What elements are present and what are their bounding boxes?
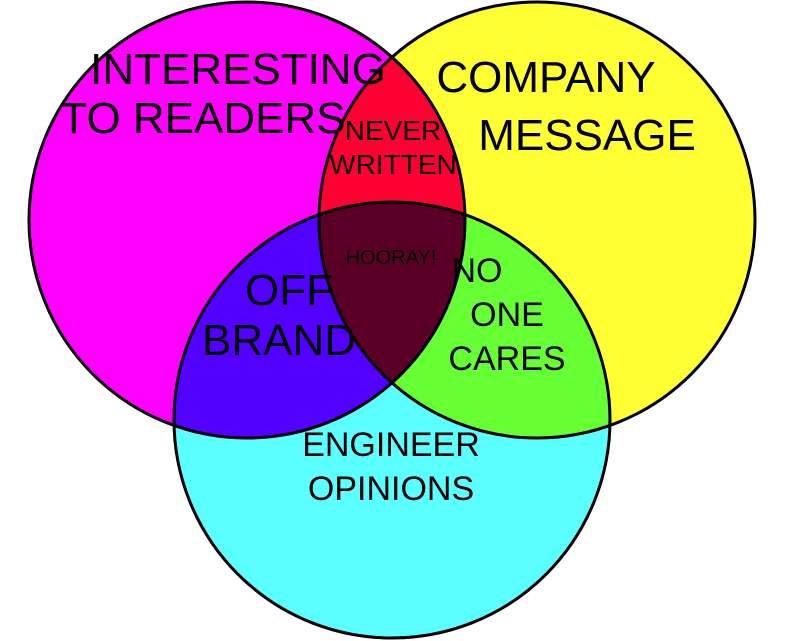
label-to-readers: TO READERS — [60, 94, 345, 143]
label-engineer: ENGINEER — [302, 426, 480, 464]
label-no: NO — [452, 252, 503, 290]
label-message: MESSAGE — [478, 111, 696, 160]
label-brand: BRAND — [202, 316, 356, 365]
label-off: OFF — [245, 266, 333, 315]
outline-engineer — [172, 200, 612, 640]
label-company: COMPANY — [436, 53, 655, 102]
label-interesting: INTERESTING — [90, 45, 386, 94]
label-never: NEVER — [345, 115, 441, 146]
label-hooray: HOORAY! — [346, 247, 437, 269]
outline-company — [317, 0, 757, 440]
label-one: ONE — [470, 296, 544, 334]
label-written: WRITTEN — [329, 149, 457, 180]
label-opinions: OPINIONS — [308, 470, 474, 508]
label-cares: CARES — [448, 340, 565, 378]
outline-readers — [27, 0, 467, 440]
